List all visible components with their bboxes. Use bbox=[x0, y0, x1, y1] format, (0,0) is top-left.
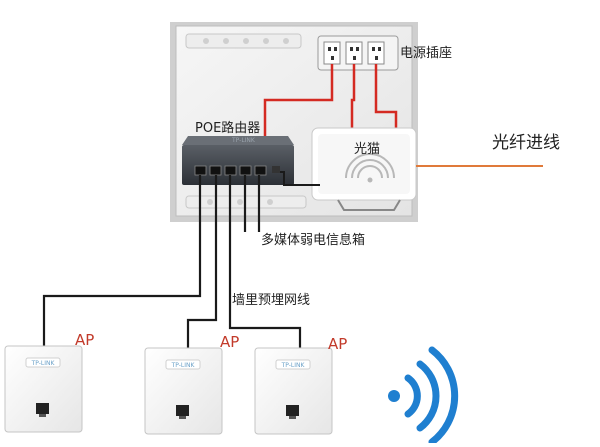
uplink-cable bbox=[280, 171, 320, 186]
svg-text:TP-LINK: TP-LINK bbox=[171, 362, 196, 369]
access-point-2: TP-LINK bbox=[144, 347, 223, 435]
media-box-label: 多媒体弱电信息箱 bbox=[261, 233, 366, 248]
svg-text:TP-LINK: TP-LINK bbox=[31, 360, 56, 367]
optical-modem bbox=[311, 127, 417, 211]
power-strip-label: 电源插座 bbox=[400, 46, 453, 61]
access-point-1: TP-LINK bbox=[4, 345, 83, 433]
power-cables bbox=[263, 64, 398, 140]
svg-text:TP-LINK: TP-LINK bbox=[231, 137, 256, 144]
ap-label-1: AP bbox=[75, 331, 95, 349]
access-point-3: TP-LINK bbox=[254, 347, 333, 435]
network-cables bbox=[42, 175, 302, 352]
wall-cable-label: 墙里预埋网线 bbox=[232, 293, 311, 308]
power-strip bbox=[317, 35, 399, 71]
fiber-in-label: 光纤进线 bbox=[492, 133, 560, 153]
ap-label-2: AP bbox=[220, 333, 240, 351]
wifi-signal-icon bbox=[388, 346, 459, 446]
modem-wifi-icon bbox=[345, 153, 395, 179]
ap-label-3: AP bbox=[328, 335, 348, 353]
poe-router: TP-LINK bbox=[182, 136, 294, 185]
optical-modem-label: 光猫 bbox=[354, 142, 381, 157]
poe-router-label: POE路由器 bbox=[195, 121, 261, 136]
svg-text:TP-LINK: TP-LINK bbox=[281, 362, 306, 369]
